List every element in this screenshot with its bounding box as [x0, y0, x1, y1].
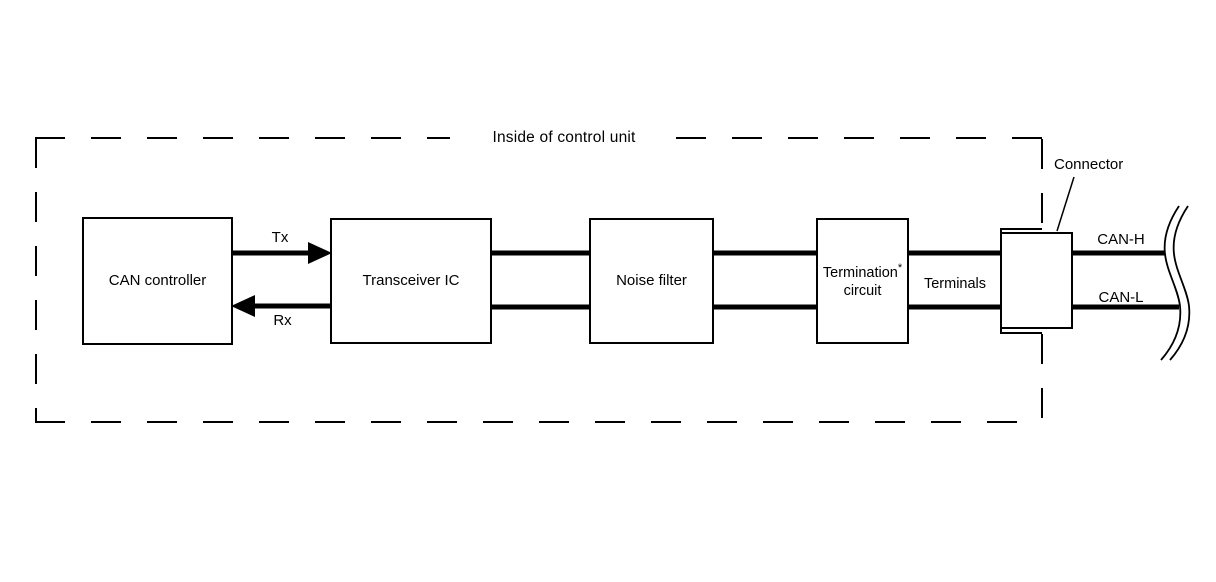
termination-label-line1: Termination* [823, 262, 902, 282]
block-transceiver-ic: Transceiver IC [330, 218, 492, 344]
can-h-label: CAN-H [1097, 231, 1145, 248]
connector-body [1000, 232, 1073, 329]
rx-label: Rx [273, 312, 292, 329]
block-transceiver-ic-label: Transceiver IC [362, 272, 460, 290]
tx-label: Tx [271, 229, 289, 246]
rx-arrow-head [231, 295, 255, 317]
block-noise-filter: Noise filter [589, 218, 714, 344]
connector-wall-jog-bottom [1000, 328, 1042, 334]
can-l-label: CAN-L [1098, 289, 1144, 306]
block-termination-circuit: Termination* circuit [816, 218, 909, 344]
connector-label: Connector [1054, 156, 1124, 173]
termination-word: Termination [822, 264, 898, 281]
block-noise-filter-label: Noise filter [616, 272, 687, 290]
termination-label-line2: circuit [843, 282, 882, 299]
wire-break-wave-left [1160, 205, 1182, 361]
termination-footnote-asterisk: * [897, 261, 903, 274]
tx-arrow-head [308, 242, 332, 264]
terminals-label: Terminals [923, 276, 987, 292]
wire-break-wave-right [1169, 205, 1191, 361]
block-can-controller-label: CAN controller [108, 272, 207, 290]
block-can-controller: CAN controller [82, 217, 233, 345]
enclosure-title: Inside of control unit [492, 129, 636, 146]
connector-leader-line [1056, 176, 1075, 232]
